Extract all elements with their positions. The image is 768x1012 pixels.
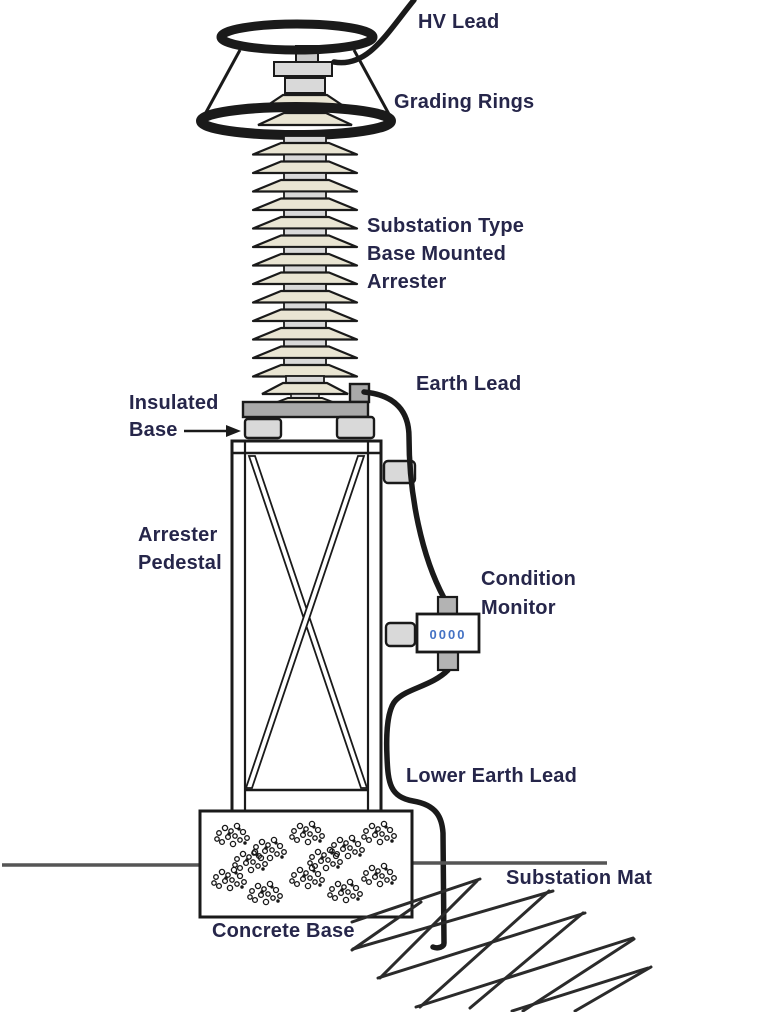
arrester-pedestal-label: Arrester Pedestal (138, 524, 222, 574)
stack-bottom-shed-1 (261, 381, 349, 396)
insulated-base-label: Insulated Base (129, 392, 219, 441)
monitor-box (415, 612, 481, 654)
insulator-shed (251, 171, 359, 193)
insulator-shed (251, 153, 359, 175)
insulator-shed (251, 319, 359, 341)
cross-brace-2 (244, 455, 366, 789)
grading-ring-assembly (196, 0, 417, 140)
insulator-shed (251, 190, 359, 212)
monitor-connector-top (436, 595, 459, 617)
arrester-shed-stack (251, 134, 359, 405)
insulator-shed (251, 338, 359, 360)
substation-mat-label: Substation Mat (506, 867, 653, 889)
arrester-type-label: Substation Type Base Mounted Arrester (367, 215, 525, 293)
hv-lead-cable (331, 0, 417, 66)
insulator-shed (251, 208, 359, 230)
condition-monitor: 0000 (415, 595, 481, 672)
cable-clamp-upper (382, 459, 417, 485)
arrester-pedestal (230, 439, 383, 814)
grading-ring-top (216, 19, 378, 55)
insulator-shed (251, 301, 359, 323)
top-shed-2 (257, 111, 353, 127)
insulated-base-arrow (184, 425, 241, 437)
lower-earth-lead-label: Lower Earth Lead (406, 765, 578, 787)
top-plate (273, 61, 333, 77)
condition-monitor-label: Condition Monitor (481, 568, 577, 619)
monitor-mount-clamp (384, 621, 417, 648)
grading-rings-label: Grading Rings (394, 91, 535, 113)
insulated-base (241, 382, 376, 440)
insulator-shed (251, 356, 359, 378)
monitor-display: 0000 (430, 627, 467, 642)
lower-earth-lead-cable (383, 667, 451, 951)
insulator-shed (251, 245, 359, 267)
monitor-connector-bottom (436, 650, 460, 672)
insulator-shed (251, 227, 359, 249)
base-insulator-right (335, 415, 376, 440)
earth-lead-cable (361, 389, 447, 601)
base-insulator-left (243, 417, 283, 440)
insulator-shed (251, 282, 359, 304)
grading-ring-bottom (196, 102, 396, 140)
top-neck (284, 77, 326, 94)
concrete-base-label: Concrete Base (212, 920, 355, 942)
hv-lead-label: HV Lead (418, 11, 500, 33)
base-plate (241, 400, 370, 419)
substation-mat-grid (350, 877, 653, 1012)
earth-lead-label: Earth Lead (416, 373, 522, 395)
insulator-shed (251, 264, 359, 286)
concrete-base (198, 809, 414, 919)
cone-line-left (202, 49, 242, 117)
